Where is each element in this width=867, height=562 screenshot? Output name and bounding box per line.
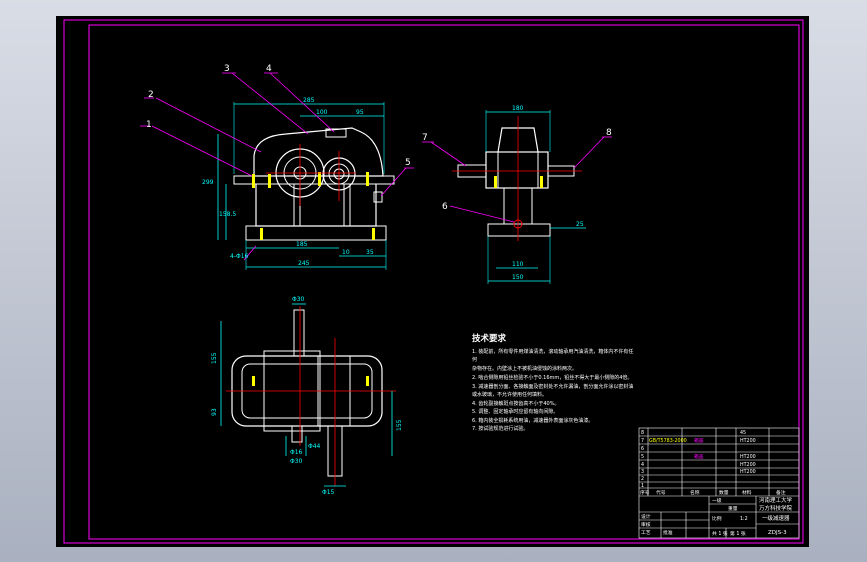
row-no-3: 3	[641, 469, 644, 475]
note-line-2: 何	[472, 356, 477, 363]
balloon-6: 6	[442, 202, 448, 212]
label-design: 设计	[641, 513, 651, 520]
dept-name: 万方科技学院	[759, 504, 793, 512]
note-line-6: 或水玻璃，不允许使用任何填料。	[472, 391, 547, 398]
dim-top-left-top: 155	[211, 352, 218, 364]
dim-side-top: 180	[512, 105, 524, 112]
row-no-6: 6	[641, 446, 644, 452]
row-no-1: 1	[641, 483, 644, 489]
inner-frame	[88, 24, 800, 540]
title-block-text: 序号 代号 名称 数量 材料 备注 8 7 6 5 4 3 2 1 GB/T57…	[640, 430, 793, 537]
balloon-1: 1	[146, 120, 152, 130]
note-line-1: 1. 装配前，所有零件用煤油清洗，滚动轴承用汽油清洗，箱体内不许有任	[472, 348, 633, 355]
dim-top-shaft-top: Φ30	[292, 296, 305, 303]
dim-base-b: 35	[366, 249, 374, 256]
sheet-total: 共 1 张	[712, 530, 728, 537]
mat-7: HT200	[740, 438, 756, 444]
header-no: 序号	[640, 489, 650, 496]
dim-top-shaft-b3: Φ16	[290, 449, 303, 456]
note-line-9: 6. 箱内装全损耗系统用油，减速器外表面涂灰色油漆。	[472, 417, 593, 424]
dim-top-right-mid: 155	[396, 419, 403, 431]
dim-side-bottom-outer: 150	[512, 274, 524, 281]
side-view-dims: 180 110 150 25	[512, 105, 584, 281]
header-name: 名称	[690, 489, 700, 496]
part-name-7: 箱座	[694, 437, 704, 444]
dim-top-shaft-b2: Φ44	[308, 443, 321, 450]
dim-height-small: 158.5	[219, 211, 236, 218]
notes-title: 技术要求	[472, 333, 507, 344]
dim-overall-top: 285	[303, 97, 315, 104]
balloon-2: 2	[148, 90, 154, 100]
note-line-8: 5. 调整、固定轴承时应留有轴向间隙。	[472, 408, 558, 415]
tech-notes: 技术要求 1. 装配前，所有零件用煤油清洗，滚动轴承用汽油清洗，箱体内不许有任 …	[472, 333, 633, 432]
mid-level: 一级	[712, 497, 722, 504]
mat-8: 45	[740, 430, 746, 436]
note-line-10: 7. 按试验规范进行试验。	[472, 425, 528, 432]
note-line-4: 2. 啮合侧隙用铅丝检验不小于0.16mm，铅丝不得大于最小侧隙的4倍。	[472, 374, 632, 381]
top-view	[220, 303, 396, 487]
label-review: 审核	[641, 521, 651, 528]
row-no-2: 2	[641, 476, 644, 482]
side-view-labels: 7 8 6	[422, 128, 612, 212]
note-line-7: 4. 齿轮副接触斑点按齿高不小于40%。	[472, 400, 559, 407]
balloon-5: 5	[405, 158, 411, 168]
balloon-7: 7	[422, 133, 428, 143]
mat-4: HT200	[740, 462, 756, 468]
dim-base-a: 10	[342, 249, 350, 256]
part-name-5: 箱盖	[694, 453, 704, 460]
row-no-5: 5	[641, 454, 644, 460]
row-no-4: 4	[641, 462, 644, 468]
mat-5: HT200	[740, 454, 756, 460]
code-cell: GB/T5783-2000	[649, 438, 687, 444]
dim-top-left-mid: 93	[211, 408, 218, 416]
dim-base-mid: 185	[296, 241, 308, 248]
dim-foot: 4-Φ16	[230, 253, 249, 260]
label-process: 工艺	[641, 530, 651, 536]
header-remark: 备注	[776, 489, 786, 496]
row-no-7: 7	[641, 438, 644, 444]
sheet-number: 第 1 张	[730, 530, 746, 537]
balloon-3: 3	[224, 64, 230, 74]
top-view-dims: Φ30 155 93 155 Φ30 Φ44 Φ16 Φ15	[211, 296, 403, 496]
school-name: 河南理工大学	[759, 496, 793, 504]
outer-frame	[63, 19, 804, 544]
drawing-canvas: 1 2 3 4 5 285 100 95 299 158.5 185 10 35…	[63, 19, 804, 544]
drawing-name: 一级减速器	[762, 514, 790, 522]
note-line-3: 杂物存在。内壁涂上不被机油侵蚀的涂料两次。	[472, 365, 577, 372]
title-block	[638, 427, 800, 539]
header-material: 材料	[742, 489, 752, 496]
front-view	[140, 72, 414, 270]
side-view	[422, 110, 612, 284]
drawing-number: ZDJS-3	[768, 530, 787, 536]
dim-half-left: 100	[316, 109, 328, 116]
dim-side-bottom-inner: 110	[512, 261, 524, 268]
header-qty: 数量	[719, 489, 729, 496]
mid-weight: 重量	[728, 505, 738, 512]
front-view-dims: 285 100 95 299 158.5 185 10 35 245 4-Φ16	[202, 97, 374, 267]
dim-top-shaft-bottom: Φ15	[322, 489, 335, 496]
dim-half-right: 95	[356, 109, 364, 116]
label-approve: 批准	[663, 529, 673, 536]
dim-side-right: 25	[576, 221, 584, 228]
cad-viewport[interactable]: 1 2 3 4 5 285 100 95 299 158.5 185 10 35…	[56, 16, 809, 547]
header-code: 代号	[656, 489, 666, 496]
front-view-labels: 1 2 3 4 5	[146, 64, 411, 168]
scale-value: 1:2	[740, 516, 748, 522]
row-no-8: 8	[641, 430, 644, 436]
scale-label: 比例	[712, 515, 722, 522]
note-line-5: 3. 减速器剖分面、各接触面及密封处不允许漏油，剖分面允许涂以密封油	[472, 383, 633, 390]
balloon-4: 4	[266, 64, 272, 74]
mat-3: HT200	[740, 469, 756, 475]
dim-top-shaft-b1: Φ30	[290, 458, 303, 465]
dim-height-left: 299	[202, 179, 214, 186]
balloon-8: 8	[606, 128, 612, 138]
dim-base-total: 245	[298, 260, 310, 267]
